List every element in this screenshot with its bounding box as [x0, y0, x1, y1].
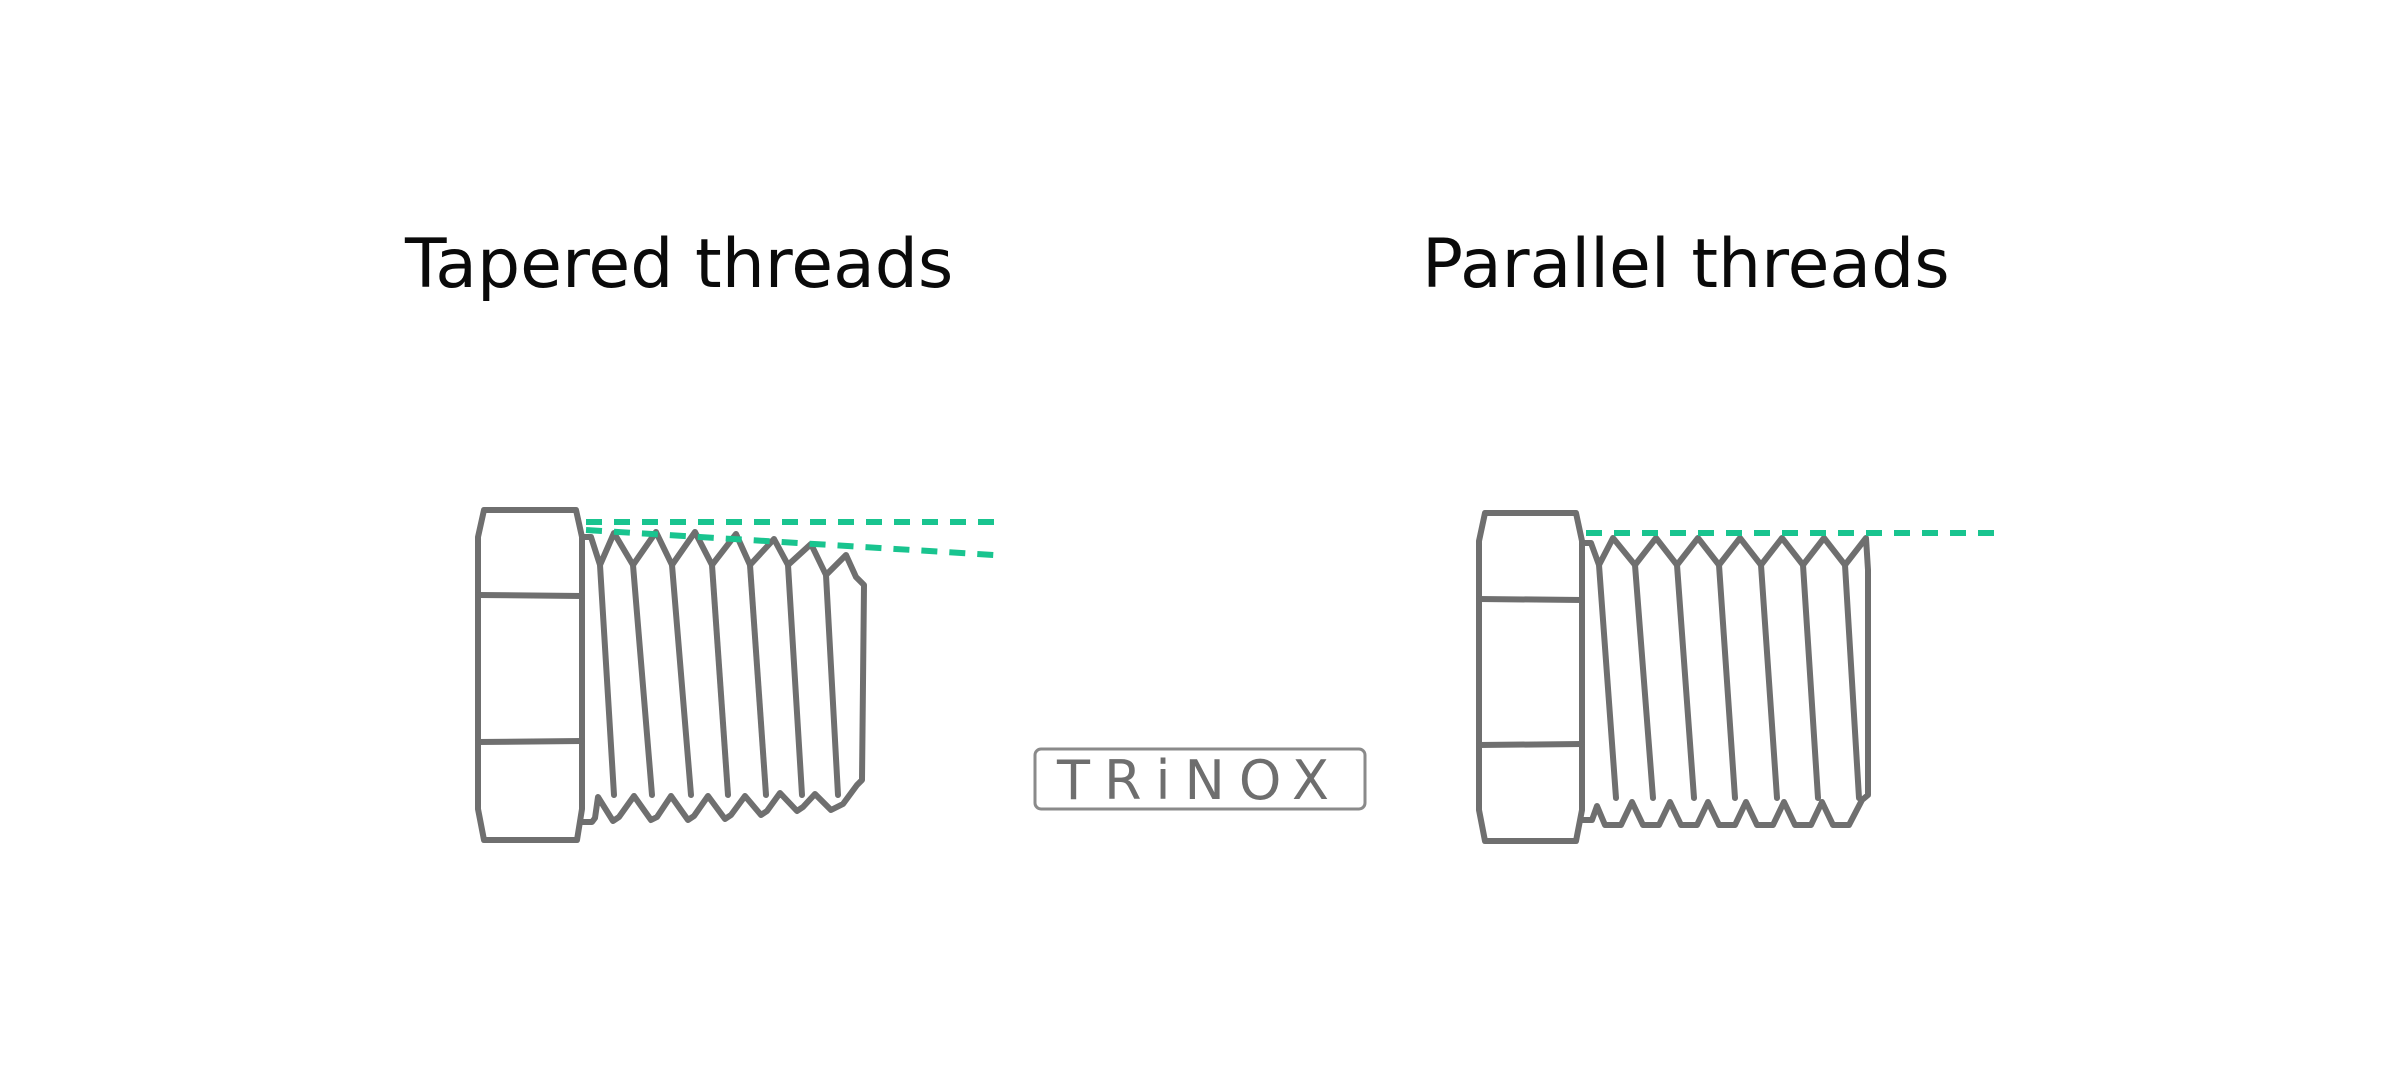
parallel-fitting: [1476, 510, 2004, 844]
parallel-hex-edge-lower: [1476, 741, 1585, 748]
tapered-guide-lines: [585, 519, 995, 558]
tapered-threads-title: Tapered threads: [404, 225, 953, 304]
trinox-logo: TRiNOX: [1033, 747, 1367, 812]
logo-frame: [1033, 747, 1367, 811]
tapered-thread-crests: [597, 562, 841, 798]
parallel-threads-title: Parallel threads: [1422, 225, 1950, 304]
parallel-hex-nut: [1476, 510, 1585, 844]
tapered-thread-body: [579, 529, 867, 825]
parallel-thread-crests: [1596, 562, 1862, 801]
tapered-hex-nut: [475, 507, 585, 843]
parallel-thread-body: [1579, 535, 1871, 828]
logo-text: TRiNOX: [1056, 749, 1343, 812]
tapered-hex-edge-upper: [475, 592, 585, 599]
tapered-fitting: [475, 507, 995, 843]
parallel-hex-edge-upper: [1476, 596, 1585, 603]
tapered-hex-edge-lower: [475, 738, 585, 745]
